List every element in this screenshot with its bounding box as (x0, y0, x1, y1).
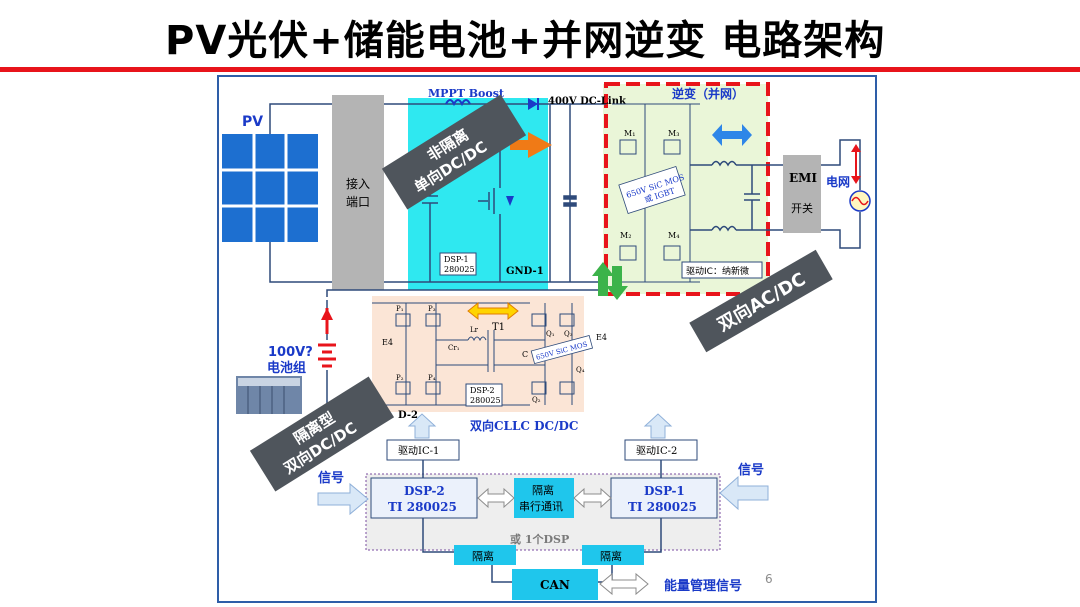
m1-label: M₁ (624, 129, 635, 138)
can-box (512, 569, 598, 600)
dsp1-module (439, 252, 477, 276)
page-number: 6 (765, 572, 773, 586)
pv-panel-icon (222, 134, 318, 242)
or-one-dsp-label: 或 1个DSP (510, 532, 569, 546)
emi-switch-box (783, 155, 821, 233)
comm-right-arrow (573, 487, 612, 509)
m3-label: M₃ (668, 129, 679, 138)
signal-left-arrow (317, 482, 369, 516)
title-underline (0, 67, 1080, 72)
p1-label: P₁ (396, 305, 404, 313)
dsp2-module-label-2: 280025 (470, 396, 501, 405)
dsp1-controller-label-1: DSP-1 (644, 484, 685, 498)
pv-wires (269, 103, 332, 283)
p4-label: P₄ (428, 374, 436, 382)
inverter-label: 逆变（并网） (672, 86, 744, 101)
signal-left-label: 信号 (318, 470, 344, 486)
driver-ic1-label: 驱动IC-1 (398, 445, 439, 457)
emi-label: EMI (789, 171, 817, 185)
access-port-label-1: 接入 (346, 176, 370, 191)
lr-label: Lr (470, 326, 479, 334)
pv-label: PV (242, 114, 263, 130)
battery-symbol (318, 300, 336, 412)
cr1-label: Cr₁ (448, 344, 460, 352)
callout-non-isolated: 非隔离 单向DC/DC (381, 94, 527, 210)
power-flow-arrow-right (510, 132, 552, 158)
inverter-dashed-border (604, 82, 770, 296)
boost-switch-diode (506, 196, 514, 206)
iso-comm-label-1: 隔离 (532, 483, 554, 497)
battery-voltage-label: 100V? (268, 345, 313, 360)
isolation-right-label: 隔离 (600, 549, 622, 563)
boost-inductor (445, 99, 471, 107)
p2-label: P₂ (396, 374, 404, 382)
dsp2-controller-label-2: TI 280025 (388, 500, 457, 514)
signal-right-arrow (719, 475, 769, 511)
dclink-capacitor (563, 195, 577, 207)
e4-left-label: E4 (382, 338, 393, 347)
dsp2-controller-label-1: DSP-2 (404, 484, 445, 498)
energy-mgmt-label: 能量管理信号 (664, 578, 742, 594)
dsp1-module-label-2: 280025 (444, 265, 475, 274)
signal-right-label: 信号 (738, 462, 764, 478)
driver-ic2-up-arrow (643, 413, 673, 439)
bidirectional-arrow-blue (712, 124, 752, 146)
p3-label: P₃ (428, 305, 436, 313)
can-bidir-arrow (599, 572, 649, 596)
can-label: CAN (540, 578, 570, 592)
switch-label: 开关 (791, 201, 813, 215)
q2-label: Q₂ (532, 396, 541, 404)
e4-right-label: E4 (596, 333, 607, 342)
q3-label: Q₃ (564, 330, 573, 338)
iso-comm-label-2: 串行通讯 (519, 500, 563, 513)
dclink-label: 400V DC-Link (548, 96, 627, 107)
iso-comm-box (514, 478, 574, 518)
boost-diode (528, 98, 538, 110)
isolation-left-box (454, 545, 516, 565)
inverter-filter (690, 160, 783, 232)
dsp2-module-label-1: DSP-2 (470, 386, 495, 395)
grid-wires (821, 139, 861, 249)
cllc-label: 双向CLLC DC/DC (470, 418, 578, 433)
gnd1-label: GND-1 (506, 266, 544, 277)
q4-label: Q₄ (576, 366, 585, 374)
dsp2-controller-box (370, 477, 478, 519)
grid-label: 电网 (826, 174, 850, 189)
dsp1-controller-label-2: TI 280025 (628, 500, 697, 514)
cllc-bidir-arrow-yellow (467, 301, 519, 321)
driver-ic1-up-arrow (407, 413, 437, 439)
m2-label: M₂ (620, 231, 631, 240)
dsp1-module-label-1: DSP-1 (444, 255, 469, 264)
comm-left-arrow (477, 487, 515, 509)
m4-label: M₄ (668, 231, 679, 240)
driver-ic-nsi-box (681, 261, 763, 279)
power-flow-arrow-down (606, 266, 628, 300)
isolation-right-box (582, 545, 644, 565)
access-port-label-2: 端口 (346, 195, 370, 209)
cr2-label: C (522, 350, 528, 359)
access-port-box (332, 95, 384, 290)
driver-ic2-label: 驱动IC-2 (636, 445, 677, 457)
power-flow-arrow-up (592, 262, 614, 296)
battery-pack-image (236, 376, 302, 414)
dsp2-module (465, 383, 503, 407)
mppt-label: MPPT Boost (428, 87, 505, 100)
page-title: PV光伏+储能电池+并网逆变 电路架构 (165, 18, 886, 64)
gnd2-label: D-2 (398, 410, 418, 421)
battery-group-label: 电池组 (267, 360, 306, 376)
driver-ic-nsi-label: 驱动IC：纳新微 (686, 265, 749, 277)
q1-label: Q₁ (546, 330, 555, 338)
t1-label: T1 (492, 322, 505, 333)
isolation-left-label: 隔离 (472, 549, 494, 563)
